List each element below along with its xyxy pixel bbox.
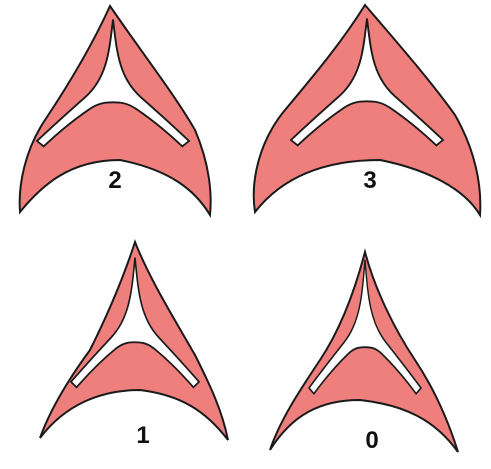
- panel-1: 1: [40, 242, 228, 449]
- panel-2-label: 2: [108, 167, 121, 194]
- panel-1-label: 1: [136, 422, 149, 449]
- panel-3: 3: [254, 5, 481, 215]
- panel-0-label: 0: [365, 427, 378, 454]
- panel-3-label: 3: [363, 167, 376, 194]
- panel-2: 2: [20, 6, 211, 215]
- panel-0: 0: [270, 252, 458, 454]
